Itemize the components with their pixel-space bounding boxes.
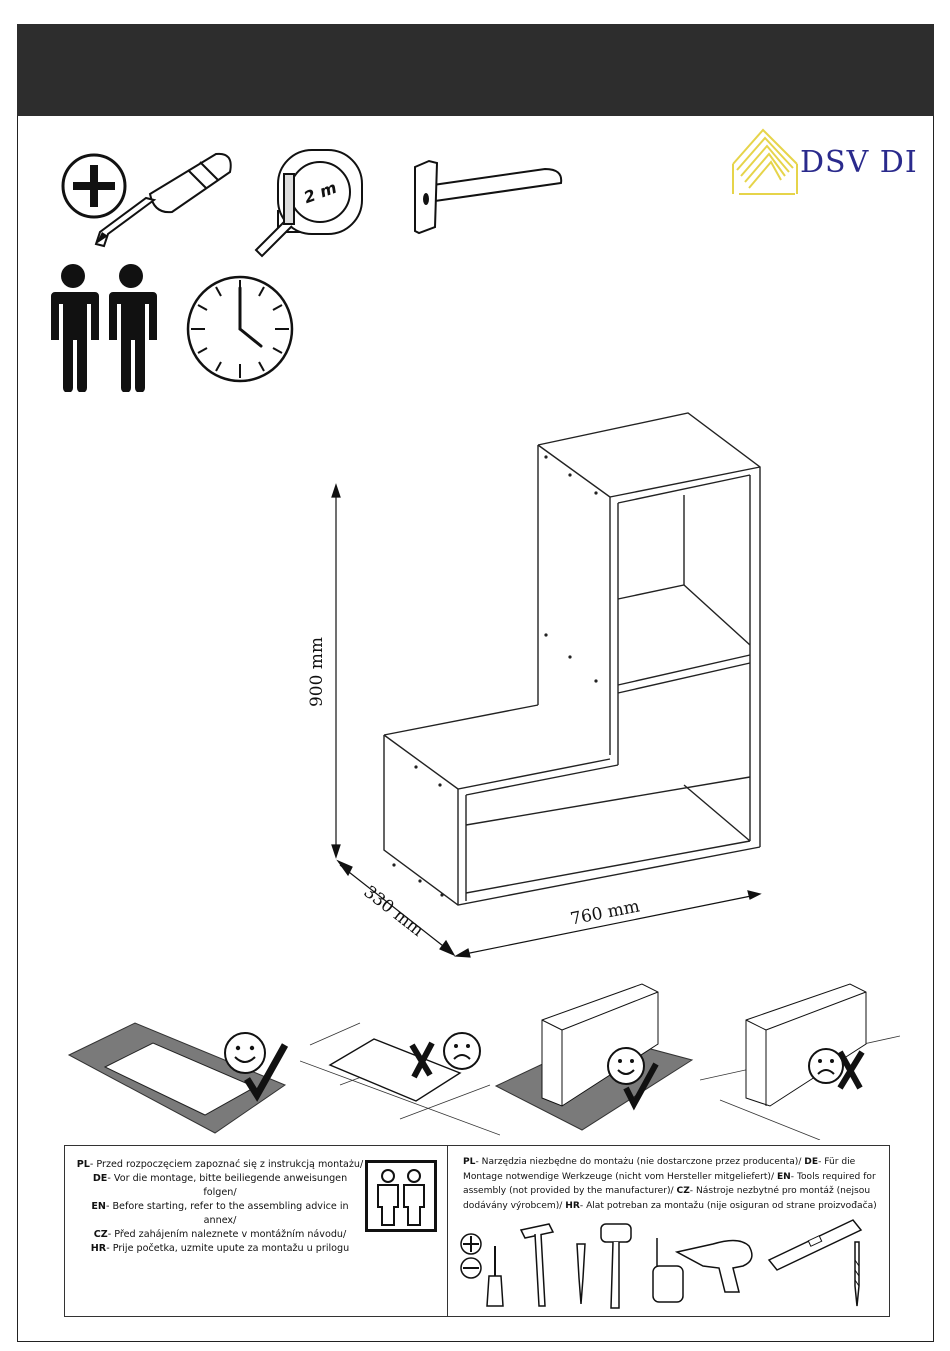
shelf-unit-drawing bbox=[331, 412, 762, 958]
level-icon bbox=[767, 1219, 863, 1271]
two-persons-icon bbox=[51, 264, 157, 392]
instructions-divider bbox=[447, 1146, 448, 1316]
instructions-right: PL- Narzędzia niezbędne do montażu (nie … bbox=[463, 1157, 877, 1211]
awl-icon bbox=[576, 1243, 586, 1305]
tip-bad-on-floor bbox=[300, 1022, 500, 1136]
clock-icon bbox=[186, 275, 294, 383]
tip-good-on-rug bbox=[67, 1022, 289, 1134]
hammer-icon bbox=[414, 159, 563, 235]
instructions-box: PL- Przed rozpoczęciem zapoznać się z in… bbox=[64, 1145, 890, 1317]
instruction-en: EN- Before starting, refer to the assemb… bbox=[91, 1201, 349, 1226]
instruction-de: DE- Vor die montage, bitte beiliegende a… bbox=[92, 1173, 348, 1198]
drill-icon bbox=[674, 1239, 753, 1293]
height-dimension-label: 900 mm bbox=[307, 636, 328, 708]
tape-measure-icon bbox=[652, 1238, 684, 1303]
mallet-icon bbox=[600, 1223, 632, 1309]
header-bar bbox=[17, 24, 934, 116]
tip-good-rug-upright bbox=[494, 983, 694, 1131]
brand-logo-mark bbox=[732, 128, 798, 195]
instruction-pl: PL- Przed rozpoczęciem zapoznać się z in… bbox=[76, 1159, 364, 1170]
tape-measure-icon: 2 m bbox=[254, 149, 363, 258]
drill-bit-icon bbox=[854, 1241, 860, 1307]
plus-icon bbox=[61, 153, 127, 219]
instructions-left: PL- Przed rozpoczęciem zapoznać się z in… bbox=[75, 1158, 365, 1256]
brand-logo-text: DSV DI bbox=[800, 145, 918, 180]
instruction-hr: HR- Prije početka, uzmite upute za monta… bbox=[90, 1243, 350, 1254]
instruction-cz: CZ- Před zahájením naleznete v montážním… bbox=[93, 1229, 347, 1240]
tip-bad-floor-upright bbox=[700, 983, 900, 1140]
screwdriver-icon bbox=[486, 1246, 504, 1307]
hammer-icon bbox=[519, 1223, 555, 1307]
plus-minus-icon bbox=[460, 1233, 482, 1279]
screwdriver-icon bbox=[94, 152, 232, 248]
two-persons-framed-icon bbox=[365, 1160, 437, 1232]
